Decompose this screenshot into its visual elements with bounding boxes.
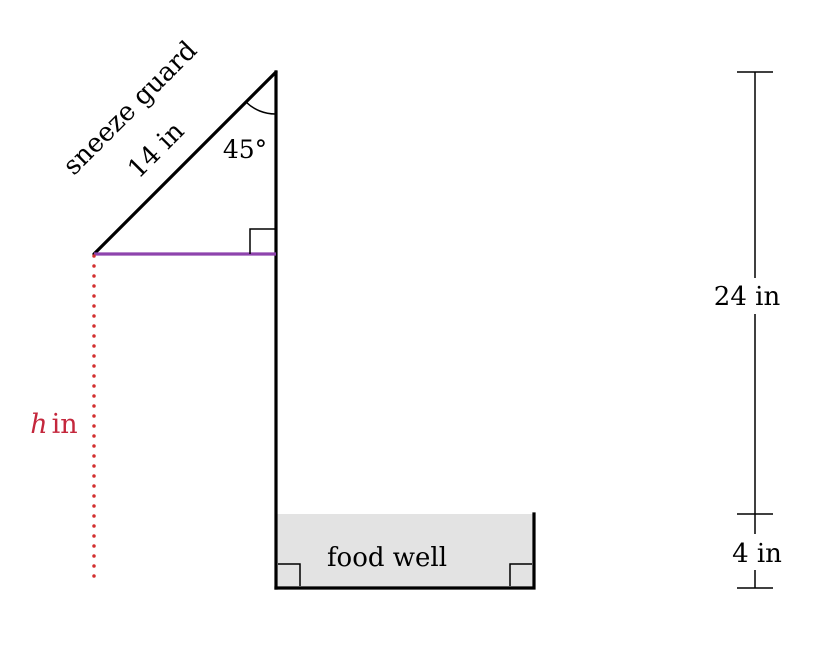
food-well-outline <box>274 512 536 590</box>
right-angle-marker-well-left <box>278 563 301 586</box>
right-angle-marker-top <box>249 228 276 254</box>
food-well-region <box>276 514 534 588</box>
depth-label-bg <box>728 534 784 570</box>
angle-arc <box>245 101 277 115</box>
angle-label: 45° <box>223 135 267 164</box>
height-label-bg <box>712 278 798 314</box>
food-well-label: food well <box>327 543 447 573</box>
sneeze-guard-line <box>92 70 278 256</box>
height-total-label: 24 in <box>714 282 781 312</box>
h-variable: h <box>30 409 47 440</box>
h-unit: in <box>52 409 78 440</box>
well-depth-label: 4 in <box>732 539 782 569</box>
right-angle-marker-well-right <box>509 563 532 586</box>
